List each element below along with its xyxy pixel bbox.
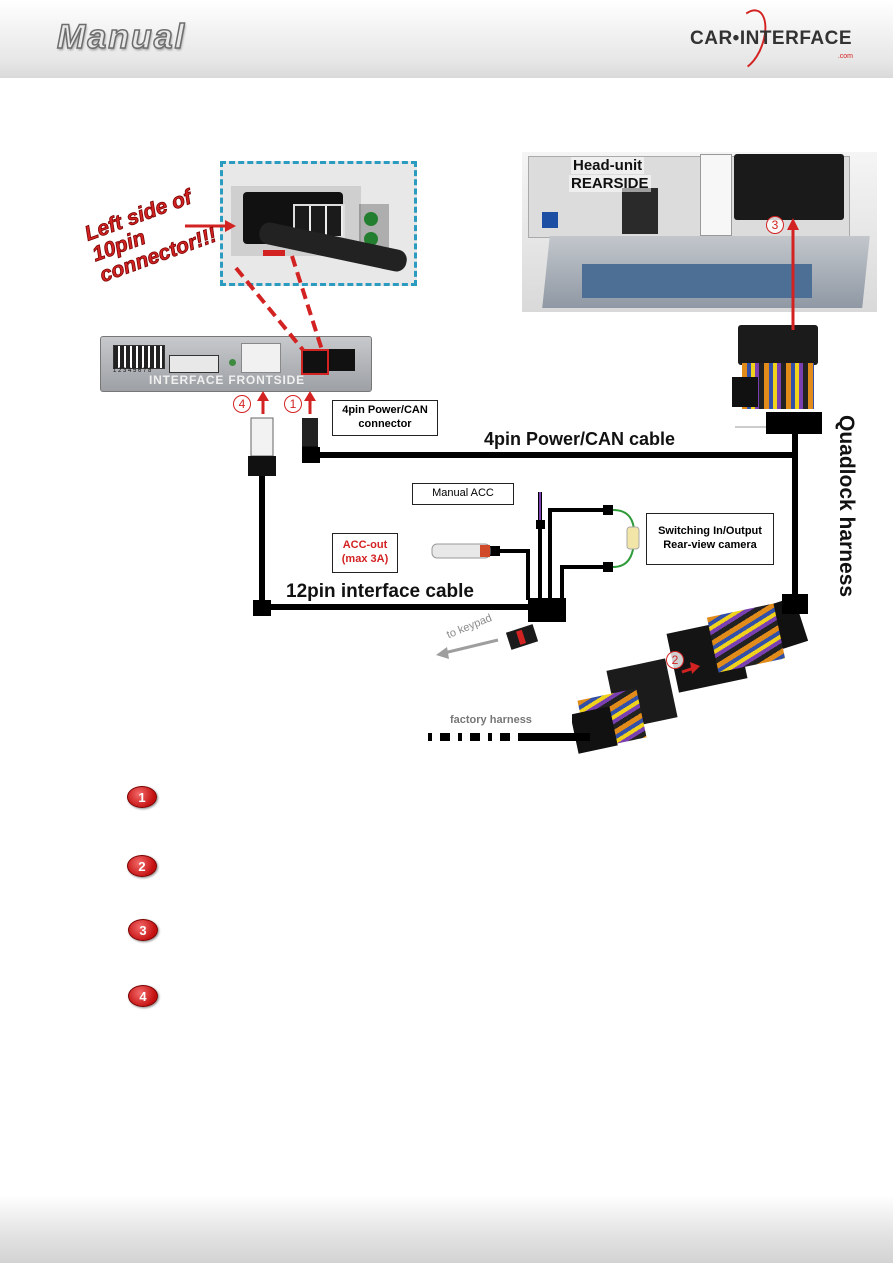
detail-pointer-line-2 [290,255,324,351]
interface-cable-label: 12pin interface cable [286,581,474,602]
power-can-cable-end [302,447,320,463]
marker-1: 1 [284,395,302,413]
marker-2: 2 [666,651,684,669]
step-1-bullet: 1 [127,786,157,808]
power-can-connector-box: 4pin Power/CAN connector [332,400,438,436]
acc-out-label: ACC-out (max 3A) [341,539,389,565]
connector-detail-photo [220,161,417,286]
headunit-board [582,264,812,298]
quadlock-harness-joint [782,594,808,614]
twelve-pin-plug-collar [248,456,276,476]
car-interface-logo: CAR•INTERFACE .com [690,4,865,76]
quadlock-top-sleeve [766,412,822,434]
interface-module: 1 2 3 4 5 6 7 8 INTERFACE FRONTSIDE [100,336,372,392]
switching-wire-upper [548,508,608,600]
cable-junction-block [528,598,566,622]
arrow-1-head-icon [304,391,316,401]
switching-upper-end [603,505,613,515]
power-can-socket [329,349,355,371]
manual-acc-end [536,520,545,529]
quadlock-clip [732,377,758,407]
switching-connector-icon [626,526,640,550]
status-led-green-1 [364,212,378,226]
ten-pin-socket [301,349,329,375]
acc-out-box: ACC-out (max 3A) [332,533,398,573]
power-can-cable-label: 4pin Power/CAN cable [484,429,676,449]
power-can-plug [302,418,318,446]
switching-box: Switching In/Output Rear-view camera [646,513,774,565]
marker-3: 3 [766,216,784,234]
page-header-bar [0,0,893,78]
module-led [229,359,236,366]
manual-title: Manual [56,17,187,57]
keypad-arrow-head-icon [436,647,449,659]
dip-switch [113,345,165,369]
red-wire [263,250,285,256]
step-3-bullet: 3 [128,919,158,941]
manual-acc-label: Manual ACC [432,487,494,500]
detail-pointer-line-1 [234,266,305,352]
quadlock-connector-top [728,325,832,435]
twelve-pin-plug [250,417,274,457]
factory-harness-label: factory harness [450,714,532,726]
headunit-label-2: REARSIDE [569,175,651,192]
headunit-rearside-photo [522,152,877,312]
headunit-bay [622,188,658,234]
power-can-connector-label: 4pin Power/CAN connector [342,404,428,430]
headunit-antenna-port [542,212,558,228]
interface-cable-joint [253,600,271,616]
marker-4: 4 [233,395,251,413]
switching-wire-lower [560,565,608,600]
step-2-bullet: 2 [127,855,157,877]
dip-switch-numbers: 1 2 3 4 5 6 7 8 [113,368,152,374]
keypad-connector-red [516,629,527,645]
logo-text: CAR•INTERFACE [690,28,852,49]
switching-label: Switching In/Output Rear-view camera [658,525,762,551]
manual-acc-box: Manual ACC [412,483,514,505]
arrow-2-head-icon [690,662,700,674]
detail-arrow-head-icon [225,220,236,232]
page-footer-bar [0,1195,893,1263]
twelve-pin-socket [241,343,281,373]
quadlock-harness-label: Quadlock harness [835,415,858,598]
acc-out-wire-end [490,546,500,556]
step-4-bullet: 4 [128,985,158,1007]
connector-pin-block [293,204,345,238]
keypad-arrow-line [443,638,499,655]
quadlock-plug-body [738,325,818,365]
ribbon-connector [169,355,219,373]
acc-out-wire [496,549,530,600]
interface-label: INTERFACE FRONTSIDE [149,373,305,387]
switching-lower-end [603,562,613,572]
headunit-sticker [700,154,732,236]
arrow-3-head-icon [787,218,799,230]
acc-out-fuse-tip [480,545,490,557]
arrow-4-head-icon [257,391,269,401]
headunit-label-1: Head-unit [571,157,645,174]
headunit-quadlock-socket [734,154,844,220]
logo-subtext: .com [837,53,853,60]
